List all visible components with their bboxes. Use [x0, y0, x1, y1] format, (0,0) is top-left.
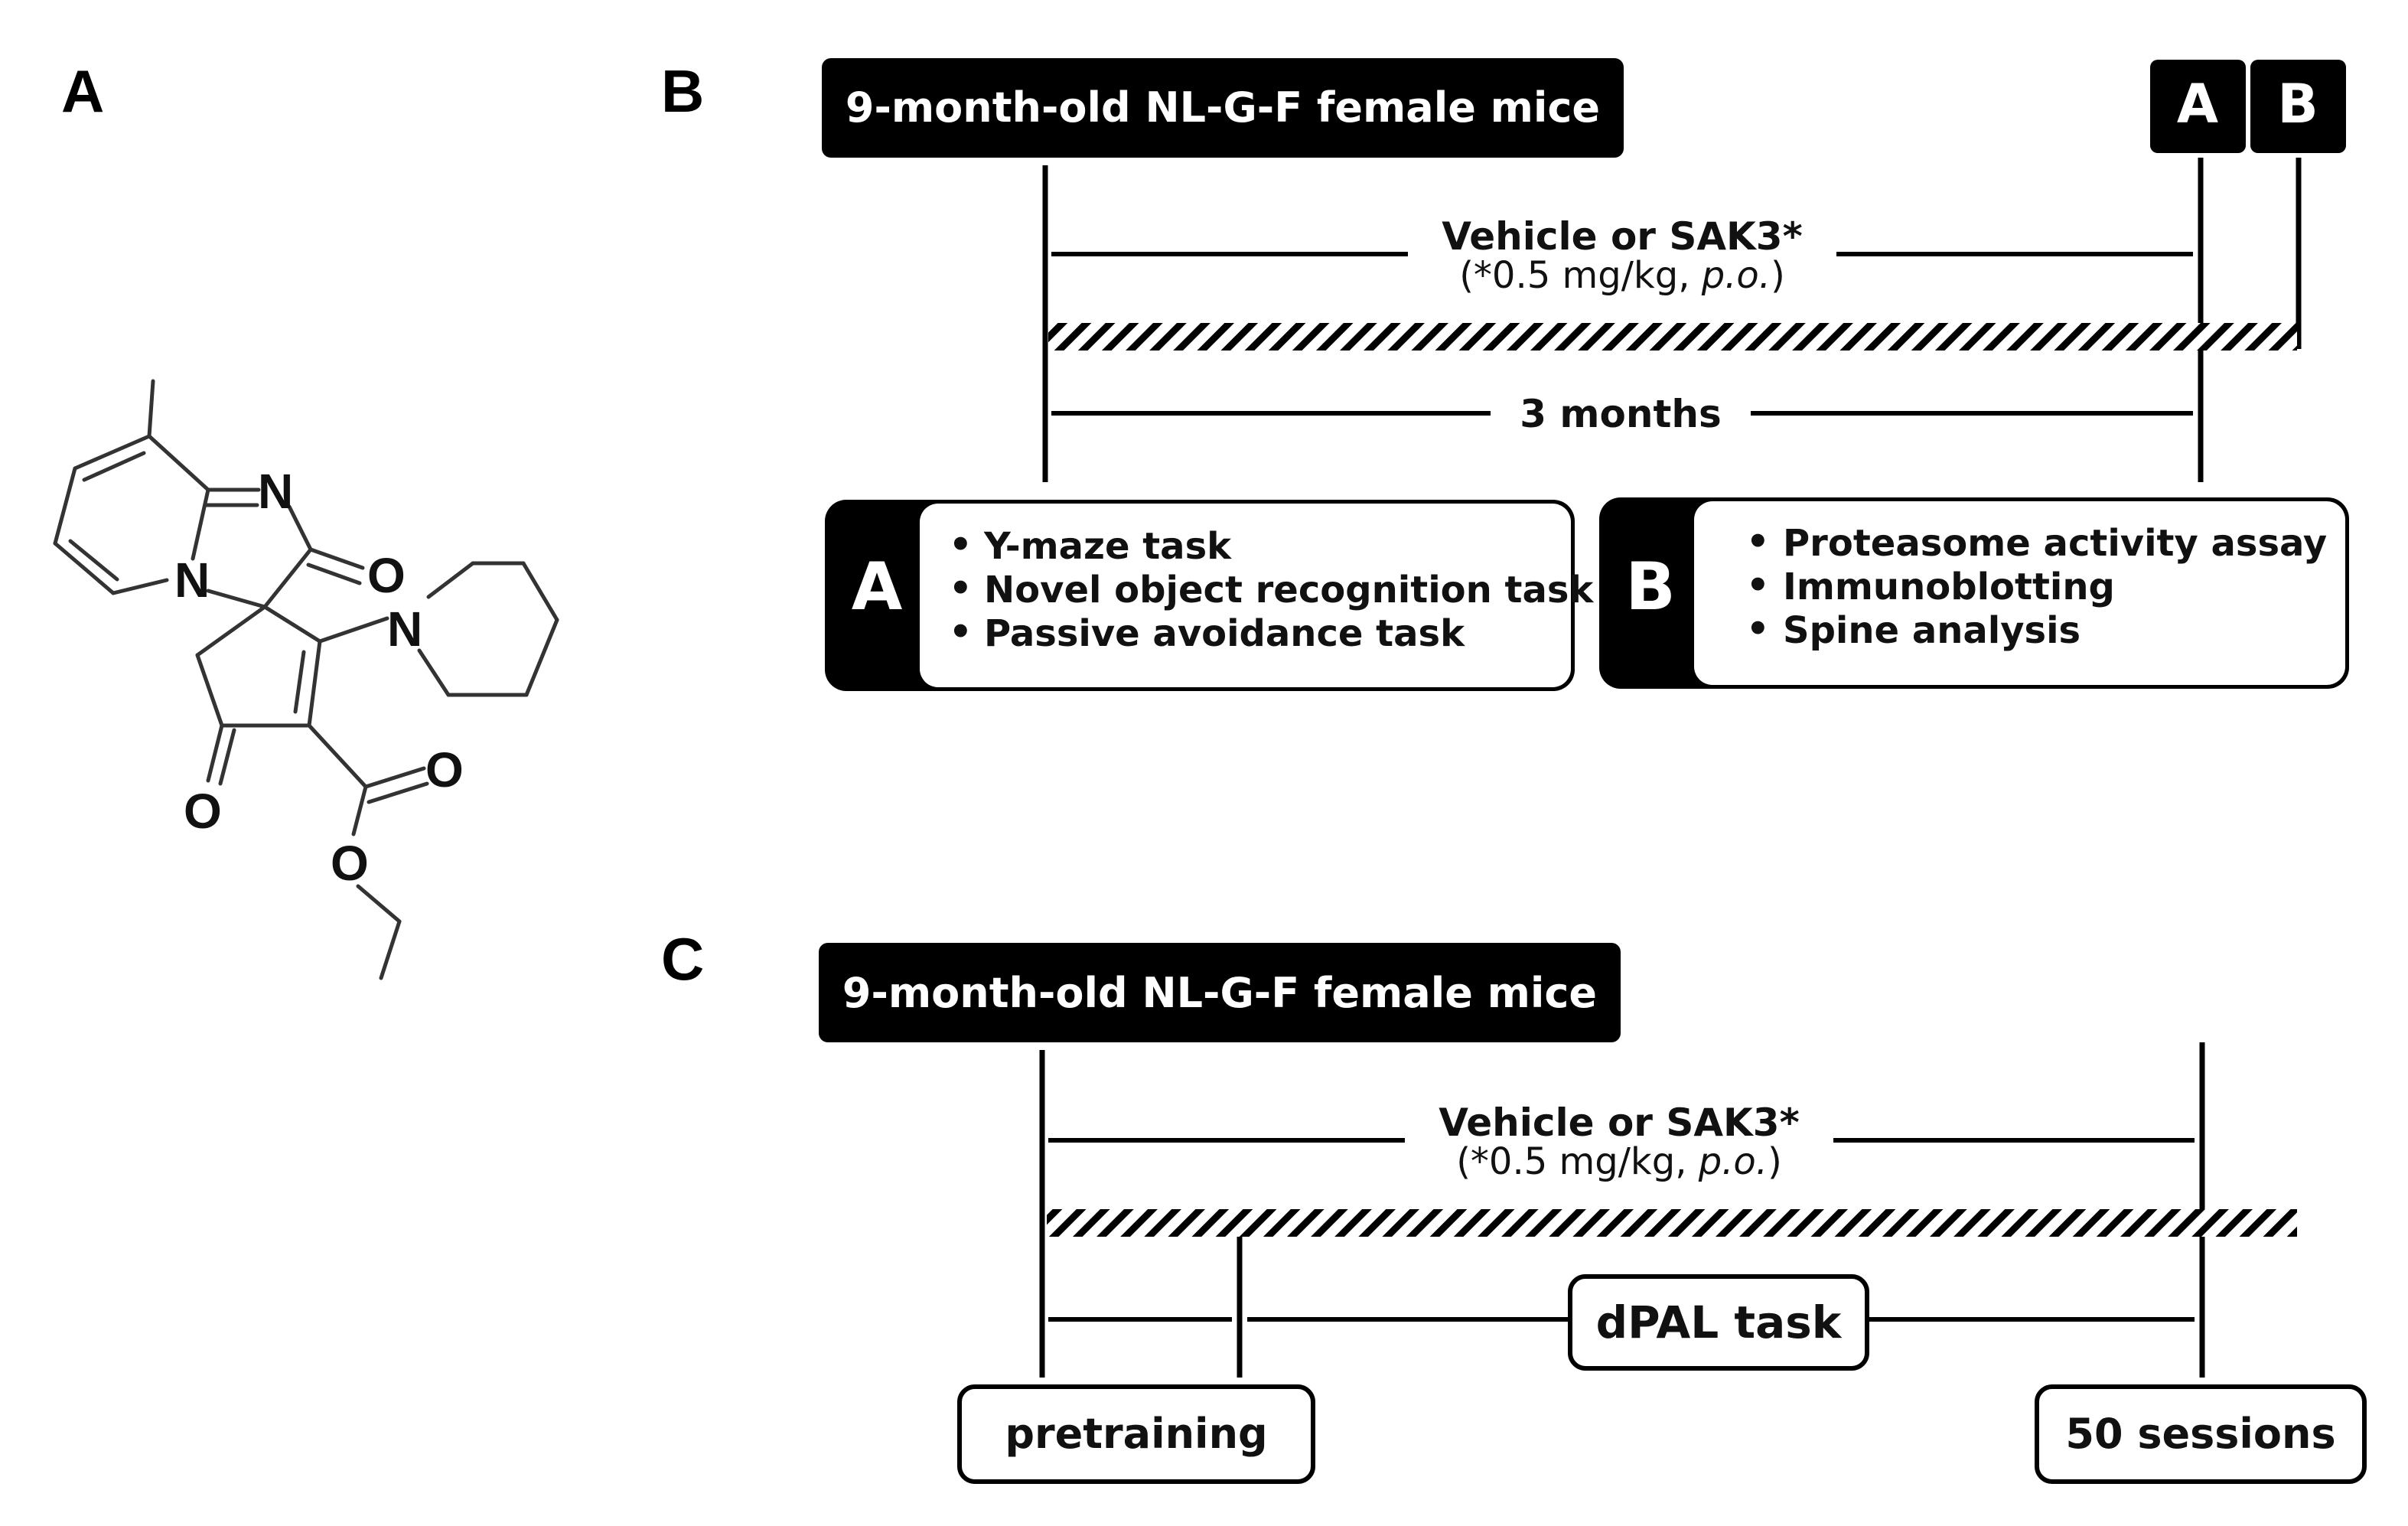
assay-item: Proteasome activity assay: [1783, 522, 2327, 565]
atom-oxygen: O: [425, 742, 464, 797]
endpoint-marker-a: [2150, 60, 2246, 153]
bullet-icon: •: [1746, 608, 1770, 651]
pretraining-label: pretraining: [1005, 1410, 1267, 1458]
atom-oxygen: O: [331, 836, 369, 891]
cohort-header-label: 9-month-old NL-G-F female mice: [846, 83, 1600, 132]
task-label: dPAL task: [1596, 1296, 1843, 1348]
assay-box-b-letter: B: [1625, 549, 1676, 625]
duration-label-bg: [1491, 377, 1751, 450]
panel-label-c: C: [661, 925, 704, 993]
treatment-label: Vehicle or SAK3*: [1442, 214, 1803, 259]
dose-label: (*0.5 mg/kg, p.o.): [1459, 254, 1785, 297]
atom-oxygen: O: [367, 548, 406, 603]
dose-label: (*0.5 mg/kg, p.o.): [1456, 1140, 1782, 1183]
assay-item: Spine analysis: [1783, 609, 2081, 652]
sessions-label: 50 sessions: [2065, 1410, 2335, 1458]
atom-nitrogen: N: [258, 464, 293, 519]
cohort-header: [819, 943, 1621, 1042]
panel-label-a: A: [61, 57, 104, 125]
assay-box-b-content: [1694, 501, 2345, 685]
panel-b: 9-month-old NL-G-F female mice A B Vehic…: [822, 58, 2349, 691]
endpoint-marker-a-label: A: [2177, 73, 2218, 135]
sessions-box: [2035, 1384, 2367, 1484]
treatment-label-bg: [1408, 191, 1836, 306]
assay-item: Y-maze task: [983, 525, 1232, 568]
endpoint-marker-b: [2250, 60, 2346, 153]
chemical-structure: [53, 379, 559, 980]
treatment-period-bar: [1048, 323, 2297, 351]
assay-item: Immunoblotting: [1783, 566, 2115, 608]
cohort-header: [822, 58, 1624, 158]
endpoint-marker-b-label: B: [2277, 73, 2318, 135]
cohort-header-label: 9-month-old NL-G-F female mice: [842, 969, 1597, 1017]
assay-box-a-content: [920, 504, 1571, 687]
treatment-label-bg: [1405, 1078, 1833, 1192]
bullet-icon: •: [1746, 520, 1770, 563]
assay-box-a-letter: A: [852, 549, 903, 625]
atom-nitrogen: N: [174, 553, 210, 608]
panel-c: 9-month-old NL-G-F female mice Vehicle o…: [819, 943, 2367, 1484]
bullet-icon: •: [949, 567, 973, 610]
duration-label: 3 months: [1520, 392, 1722, 436]
pretraining-box: [957, 1384, 1315, 1484]
treatment-period-bar: [1047, 1209, 2297, 1237]
task-box: [1568, 1274, 1869, 1371]
bullet-icon: •: [949, 611, 973, 654]
bullet-icon: •: [949, 523, 973, 566]
treatment-label: Vehicle or SAK3*: [1439, 1100, 1800, 1145]
atom-nitrogen: N: [387, 602, 422, 657]
panel-label-b: B: [661, 57, 704, 125]
bullet-icon: •: [1746, 564, 1770, 607]
atom-oxygen: O: [184, 784, 222, 839]
assay-item: Passive avoidance task: [984, 612, 1465, 655]
assay-item: Novel object recognition task: [984, 569, 1594, 611]
